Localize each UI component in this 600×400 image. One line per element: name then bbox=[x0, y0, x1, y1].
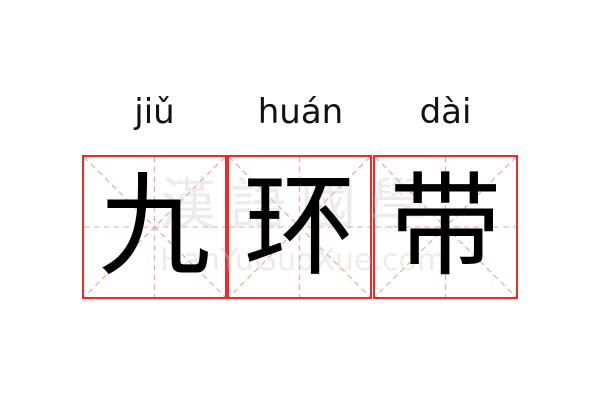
character: 环 bbox=[243, 162, 356, 292]
guide-lines bbox=[84, 157, 225, 297]
character-cell: 带 bbox=[373, 155, 518, 299]
character: 带 bbox=[389, 162, 502, 292]
character-grid: 九 环 带 bbox=[82, 155, 518, 299]
character: 九 bbox=[98, 162, 211, 292]
pinyin-1: jiǔ bbox=[134, 92, 175, 132]
character-cell: 环 bbox=[227, 155, 372, 299]
guide-lines bbox=[229, 157, 370, 297]
watermark-cn: 漢語國學 bbox=[160, 173, 440, 238]
pinyin-2: huán bbox=[257, 92, 344, 132]
pinyin-3: dài bbox=[419, 92, 472, 132]
guide-lines bbox=[375, 157, 516, 297]
character-cell: 九 bbox=[82, 155, 227, 299]
watermark-en: HanYuGuoXue.com bbox=[160, 243, 447, 278]
